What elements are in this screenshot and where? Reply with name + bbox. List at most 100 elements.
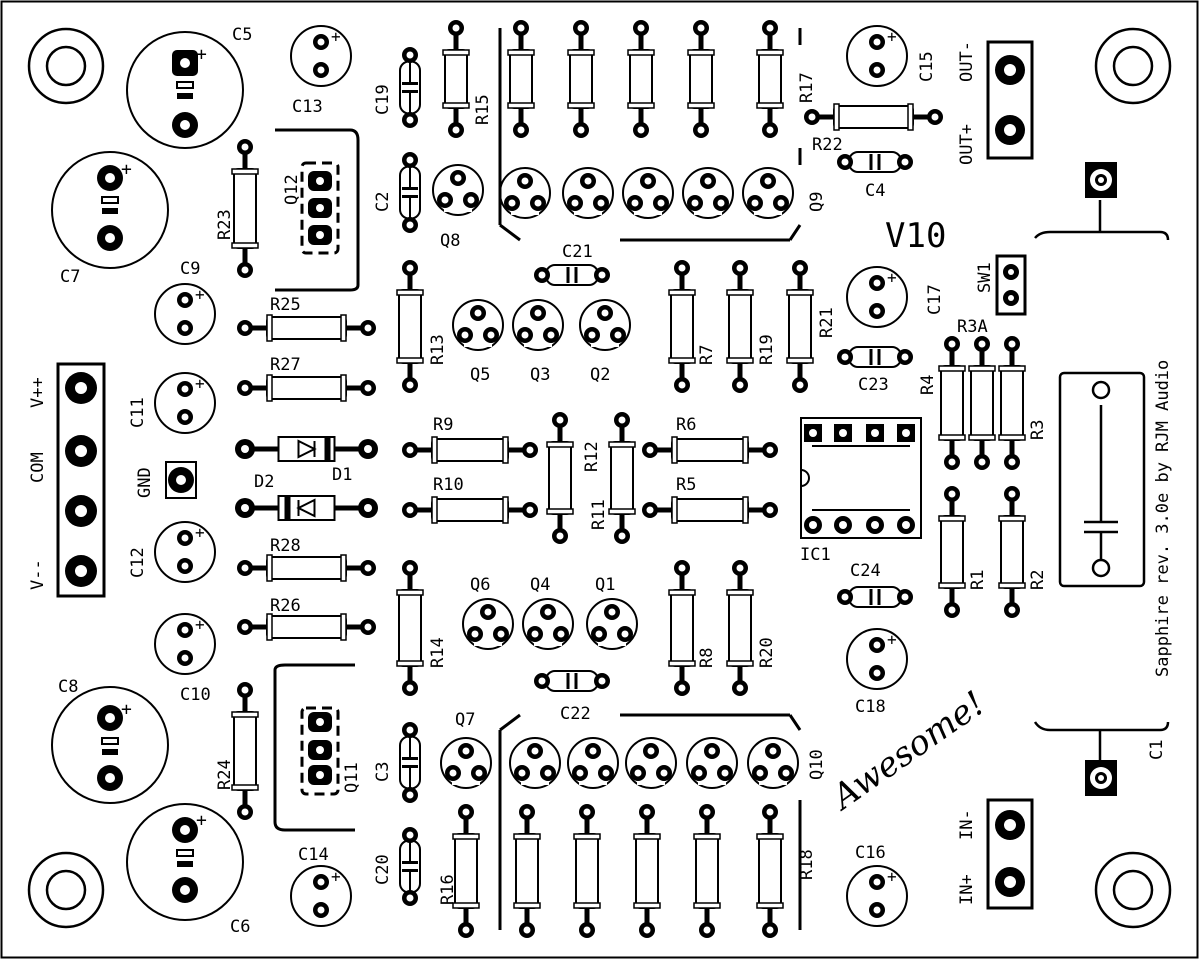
power-header — [56, 362, 106, 598]
resistor-r2 — [998, 486, 1026, 618]
capacitor-c3 — [399, 722, 421, 803]
label-r13: R13 — [428, 334, 448, 365]
svg-text:+: + — [195, 615, 205, 634]
svg-text:+: + — [887, 630, 897, 649]
label-vpp: V++ — [28, 377, 48, 408]
capacitor-c23 — [837, 346, 913, 368]
mounting-hole — [27, 27, 1172, 929]
capacitor-c22 — [534, 670, 610, 692]
transistor-lower-4 — [747, 737, 799, 789]
label-c7: C7 — [60, 267, 80, 287]
resistor-r27 — [237, 374, 376, 402]
resistor-upper-3 — [687, 20, 715, 138]
label-r6: R6 — [676, 415, 696, 435]
label-r16: R16 — [438, 874, 458, 905]
label-c20: C20 — [373, 854, 393, 885]
label-r9: R9 — [433, 415, 453, 435]
resistor-r24 — [231, 682, 259, 820]
label-c22: C22 — [560, 704, 591, 724]
input-header — [986, 798, 1034, 910]
power-transistor-pad — [308, 198, 332, 218]
label-r23: R23 — [215, 209, 235, 240]
ic-pad — [804, 516, 822, 534]
label-r3a: R3A — [957, 317, 988, 337]
label-q10: Q10 — [807, 749, 827, 780]
label-r20: R20 — [757, 637, 777, 668]
capacitor-c16: + — [846, 865, 908, 927]
label-r14: R14 — [428, 637, 448, 668]
label-q9: Q9 — [807, 192, 827, 212]
resistor-lower-1 — [573, 804, 601, 938]
label-c2: C2 — [373, 192, 393, 212]
board-tagline: Awesome! — [823, 684, 993, 820]
label-r12: R12 — [582, 441, 602, 472]
resistor-lower-0 — [513, 804, 541, 938]
resistor-upper-0 — [507, 20, 535, 138]
label-r28: R28 — [270, 536, 301, 556]
silk-lines — [498, 28, 802, 930]
label-r18: R18 — [797, 849, 817, 880]
label-ic1: IC1 — [800, 545, 831, 565]
label-outp: OUT+ — [957, 124, 977, 165]
ic-pad — [804, 424, 822, 442]
label-r10: R10 — [433, 475, 464, 495]
svg-text:+: + — [195, 285, 205, 304]
capacitor-c18: + — [846, 628, 908, 690]
label-vmm: V-- — [28, 559, 48, 590]
ic-pad — [866, 516, 884, 534]
label-r22: R22 — [812, 135, 843, 155]
capacitor-c13: + — [290, 25, 352, 87]
label-r27: R27 — [270, 355, 301, 375]
resistor-r16 — [452, 804, 480, 938]
ic-pad — [866, 424, 884, 442]
resistor-r10 — [402, 496, 538, 524]
resistor-r13 — [396, 260, 424, 393]
label-r24: R24 — [215, 759, 235, 790]
resistor-r8 — [668, 560, 696, 696]
resistor-lower-4 — [756, 804, 784, 938]
label-r5: R5 — [676, 475, 696, 495]
label-c10: C10 — [180, 685, 211, 705]
label-d1: D1 — [332, 465, 352, 485]
label-inp: IN+ — [957, 874, 977, 905]
resistor-r19 — [726, 260, 754, 393]
ic-pad — [834, 516, 852, 534]
label-r19: R19 — [757, 334, 777, 365]
label-q4: Q4 — [530, 575, 550, 595]
transistor-upper-4 — [742, 167, 794, 219]
label-c19: C19 — [373, 84, 393, 115]
resistor-r23 — [231, 139, 259, 278]
transistor-q4 — [522, 598, 574, 650]
transistor-q7 — [440, 737, 492, 789]
c1-pads — [1085, 162, 1117, 796]
transistor-lower-2 — [625, 737, 677, 789]
capacitor-c4 — [837, 151, 913, 173]
label-r17: R17 — [797, 72, 817, 103]
transistor-q12 — [275, 128, 360, 292]
transistor-q1 — [586, 598, 638, 650]
label-outm: OUT- — [957, 41, 977, 82]
label-c4: C4 — [865, 181, 885, 201]
svg-text:+: + — [887, 867, 897, 886]
capacitor-c2 — [399, 152, 421, 233]
label-r2: R2 — [1028, 570, 1048, 590]
ic-pad — [897, 516, 915, 534]
capacitor-c7 — [51, 151, 169, 269]
polarity-mark: + — [196, 810, 207, 831]
diode-d1 — [235, 436, 378, 462]
label-c18: C18 — [855, 697, 886, 717]
gnd-pad — [165, 461, 197, 499]
label-r26: R26 — [270, 596, 301, 616]
resistor-r25 — [237, 314, 376, 342]
resistor-r3a — [968, 336, 996, 470]
power-transistor-pad — [308, 225, 332, 245]
polarity-mark: + — [121, 159, 132, 180]
transistor-q5 — [452, 299, 504, 351]
resistor-upper-2 — [627, 20, 655, 138]
label-c16: C16 — [855, 843, 886, 863]
resistor-r9 — [402, 436, 538, 464]
label-c8: C8 — [58, 677, 78, 697]
resistor-r20 — [726, 560, 754, 696]
resistor-upper-1 — [567, 20, 595, 138]
